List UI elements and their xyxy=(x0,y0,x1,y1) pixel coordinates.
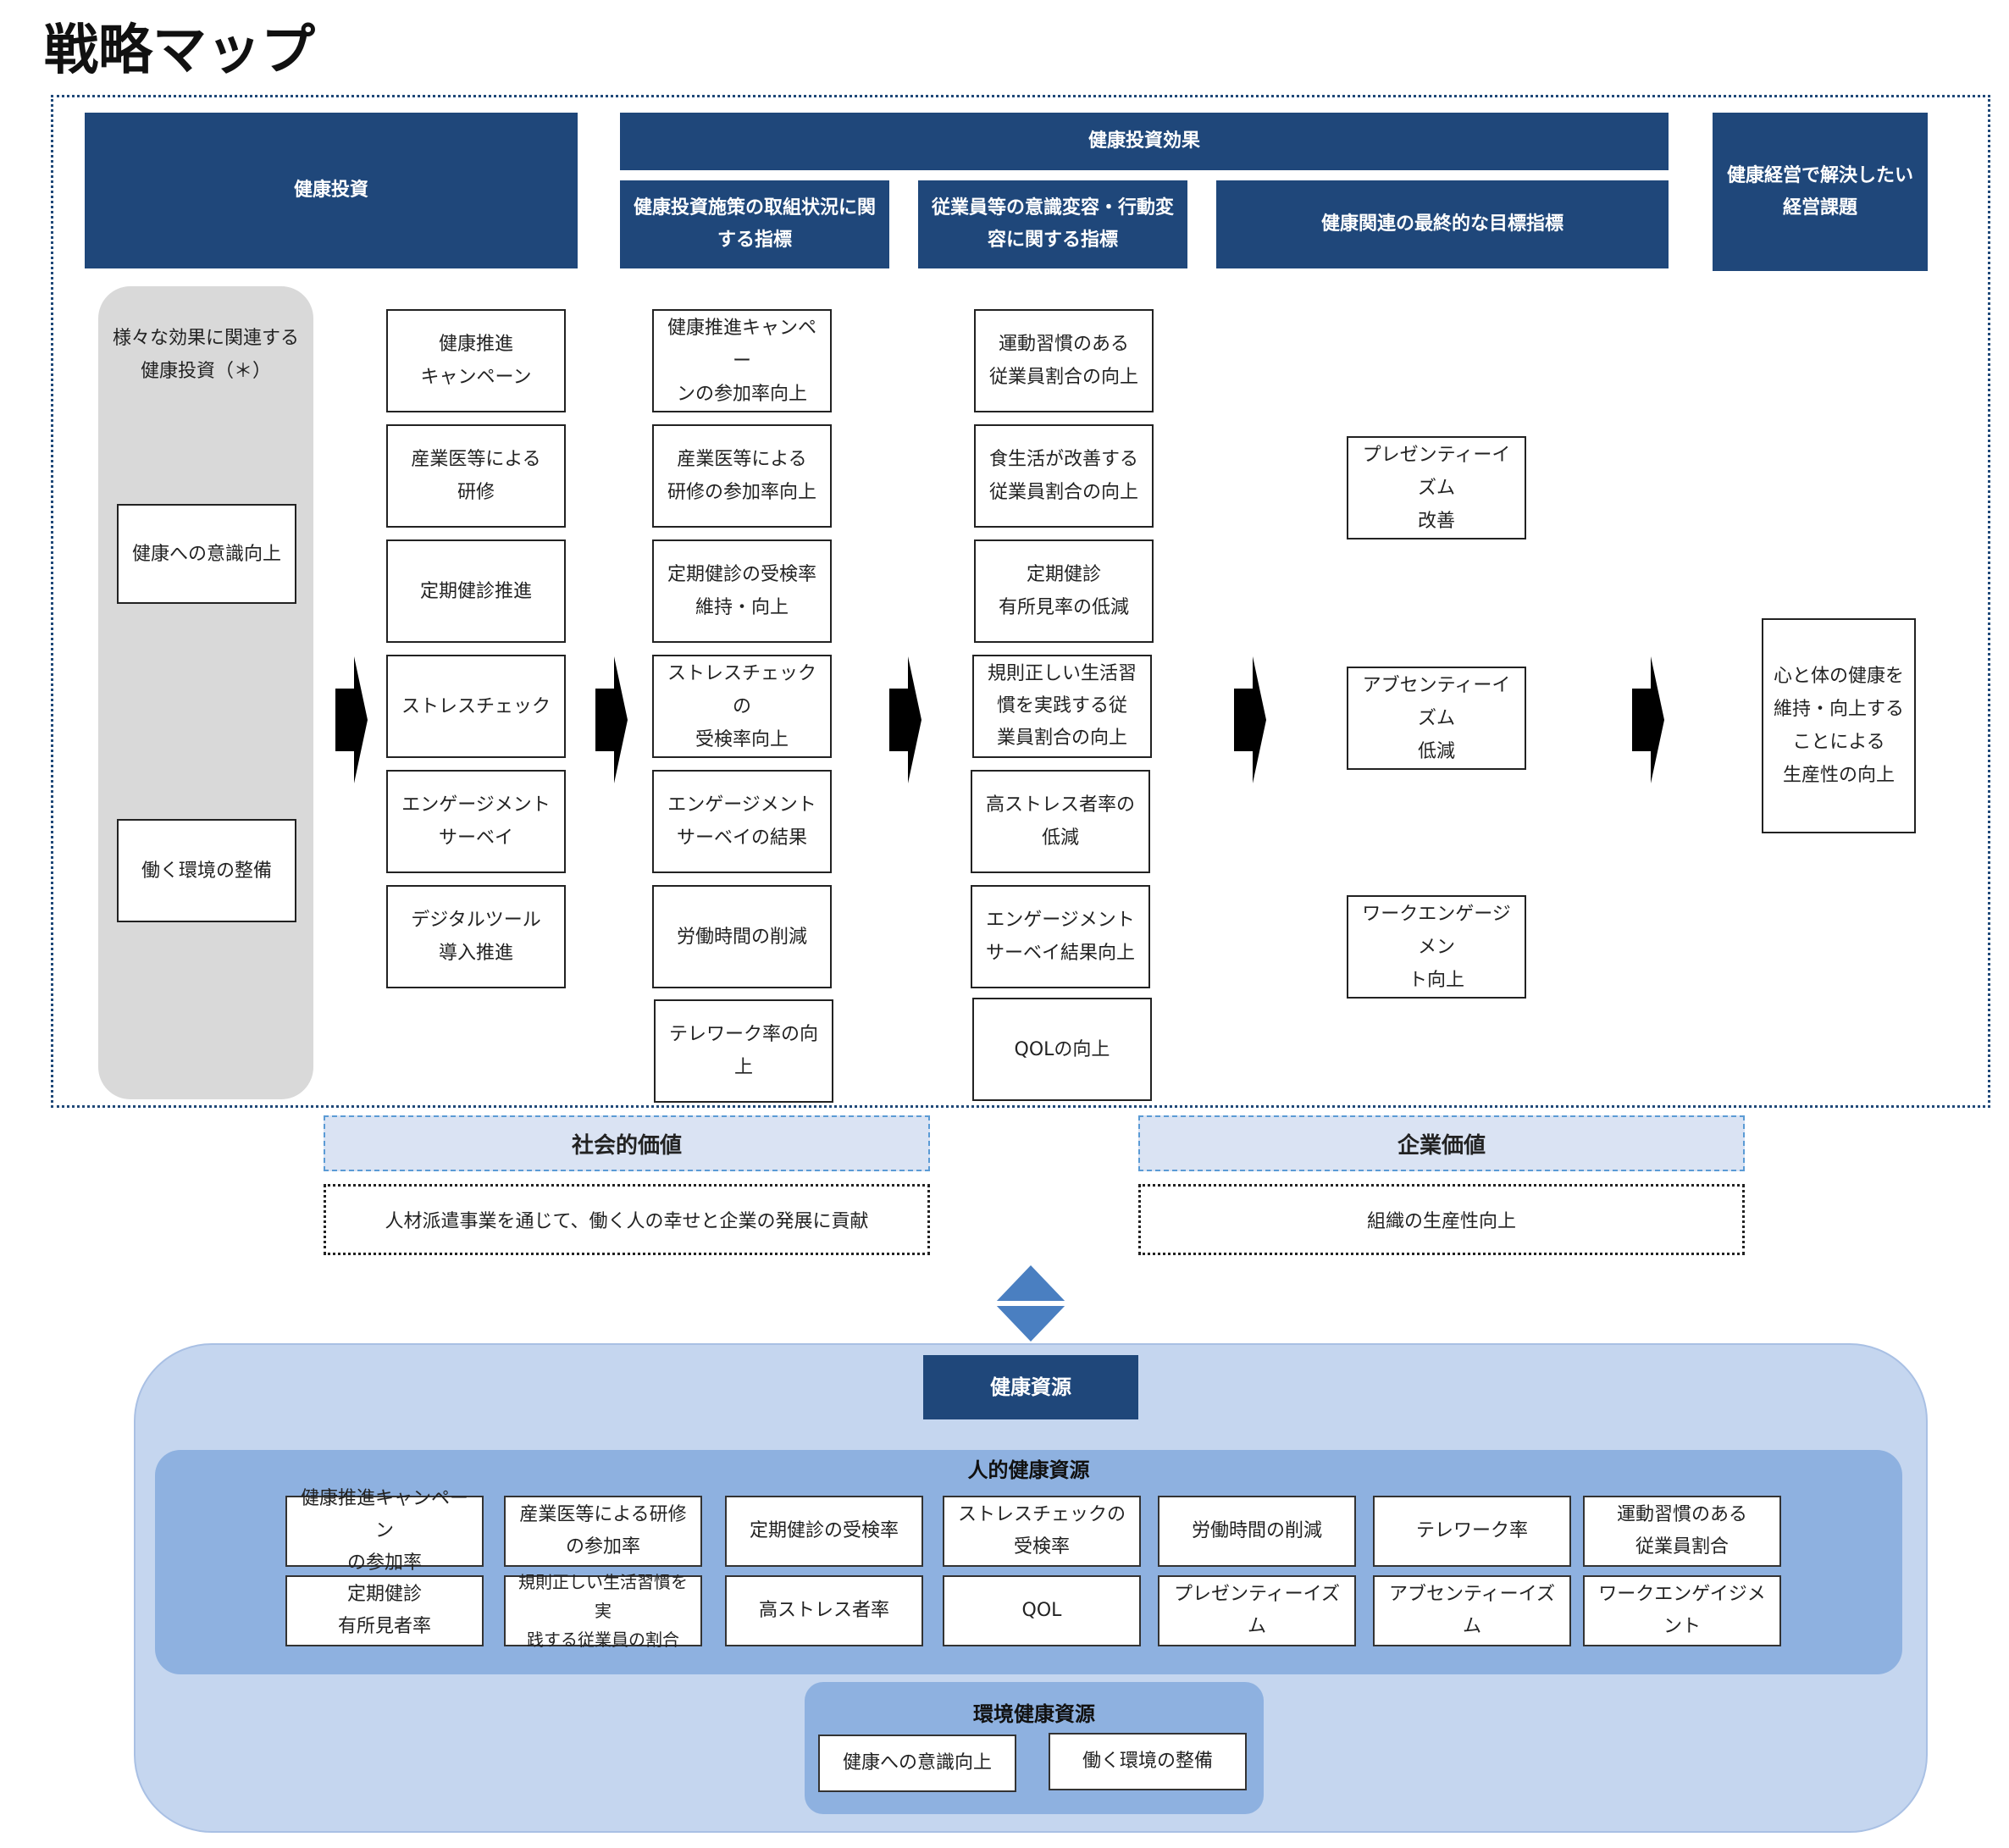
behavior-box: 高ストレス者率の 低減 xyxy=(971,770,1150,873)
measure-box: 健康推進 キャンペーン xyxy=(386,309,566,412)
behavior-box: 規則正しい生活習 慣を実践する従 業員割合の向上 xyxy=(972,655,1152,758)
header-effect-behavior: 従業員等の意識変容・行動変容に関する指標 xyxy=(918,180,1187,268)
environment-resource-box: 健康への意識向上 xyxy=(818,1735,1016,1792)
human-resource-box: 産業医等による研修 の参加率 xyxy=(504,1496,702,1567)
corporate-value-text: 組織の生産性向上 xyxy=(1138,1184,1745,1255)
right-arrow-icon xyxy=(1632,656,1664,783)
right-arrow-icon xyxy=(335,656,368,783)
header-effect-measures: 健康投資施策の取組状況に関する指標 xyxy=(620,180,889,268)
measure-box: エンゲージメント サーベイ xyxy=(386,770,566,873)
human-resource-box: QOL xyxy=(943,1575,1141,1646)
behavior-box: QOLの向上 xyxy=(972,998,1152,1101)
investment-item: 健康への意識向上 xyxy=(117,504,296,604)
investment-group xyxy=(98,286,313,1099)
goal-box: プレゼンティーイズム 改善 xyxy=(1347,436,1526,539)
header-effect-goals: 健康関連の最終的な目標指標 xyxy=(1216,180,1669,268)
right-arrow-icon xyxy=(889,656,921,783)
indicator-box: 労働時間の削減 xyxy=(652,885,832,988)
human-resource-box: ストレスチェックの 受検率 xyxy=(943,1496,1141,1567)
behavior-box: 定期健診 有所見率の低減 xyxy=(974,539,1154,643)
environment-resource-box: 働く環境の整備 xyxy=(1049,1733,1247,1790)
indicator-box: ストレスチェックの 受検率向上 xyxy=(652,655,832,758)
human-resource-box: 定期健診 有所見者率 xyxy=(285,1575,484,1646)
environment-resources-title: 環境健康資源 xyxy=(973,1702,1095,1726)
resources-title: 健康資源 xyxy=(923,1355,1138,1419)
human-resources-title: 人的健康資源 xyxy=(967,1458,1090,1482)
goal-box: アブセンティーイズム 低減 xyxy=(1347,667,1526,770)
human-resource-box: 規則正しい生活習慣を実 践する従業員の割合 xyxy=(504,1572,702,1650)
behavior-box: 運動習慣のある 従業員割合の向上 xyxy=(974,309,1154,412)
header-investment: 健康投資 xyxy=(85,113,578,268)
measure-box: 定期健診推進 xyxy=(386,539,566,643)
human-resource-box: テレワーク率 xyxy=(1373,1496,1571,1567)
human-resource-box: 労働時間の削減 xyxy=(1158,1496,1356,1567)
indicator-box: 産業医等による 研修の参加率向上 xyxy=(652,424,832,528)
right-arrow-icon xyxy=(1234,656,1266,783)
investment-group-label: 様々な効果に関連する 健康投資（＊） xyxy=(112,328,299,382)
measure-box: デジタルツール 導入推進 xyxy=(386,885,566,988)
bidirectional-diamond-icon xyxy=(994,1265,1067,1342)
issue-box: 心と体の健康を 維持・向上する ことによる 生産性の向上 xyxy=(1762,618,1916,833)
human-resource-box: ワークエンゲイジメント xyxy=(1583,1575,1781,1646)
human-resource-box: プレゼンティーイズム xyxy=(1158,1575,1356,1646)
indicator-box: エンゲージメント サーベイの結果 xyxy=(652,770,832,873)
human-resource-box: 運動習慣のある 従業員割合 xyxy=(1583,1496,1781,1567)
measure-box: ストレスチェック xyxy=(386,655,566,758)
investment-item: 働く環境の整備 xyxy=(117,819,296,922)
header-effect: 健康投資効果 xyxy=(620,113,1669,170)
page-title: 戦略マップ xyxy=(44,19,315,82)
goal-box: ワークエンゲージメン ト向上 xyxy=(1347,895,1526,999)
measure-box: 産業医等による 研修 xyxy=(386,424,566,528)
human-resource-box: 定期健診の受検率 xyxy=(725,1496,923,1567)
right-arrow-icon xyxy=(595,656,628,783)
social-value-text: 人材派遣事業を通じて、働く人の幸せと企業の発展に貢献 xyxy=(324,1184,930,1255)
indicator-box: テレワーク率の向上 xyxy=(654,999,833,1103)
header-issue: 健康経営で解決したい経営課題 xyxy=(1713,113,1928,271)
human-resource-box: アブセンティーイズム xyxy=(1373,1575,1571,1646)
behavior-box: 食生活が改善する 従業員割合の向上 xyxy=(974,424,1154,528)
behavior-box: エンゲージメント サーベイ結果向上 xyxy=(971,885,1150,988)
corporate-value-header: 企業価値 xyxy=(1138,1115,1745,1171)
human-resource-box: 健康推進キャンペーン の参加率 xyxy=(285,1488,484,1574)
strategy-map-frame xyxy=(51,95,1990,1108)
indicator-box: 健康推進キャンペー ンの参加率向上 xyxy=(652,309,832,412)
human-resource-box: 高ストレス者率 xyxy=(725,1575,923,1646)
indicator-box: 定期健診の受検率 維持・向上 xyxy=(652,539,832,643)
social-value-header: 社会的価値 xyxy=(324,1115,930,1171)
